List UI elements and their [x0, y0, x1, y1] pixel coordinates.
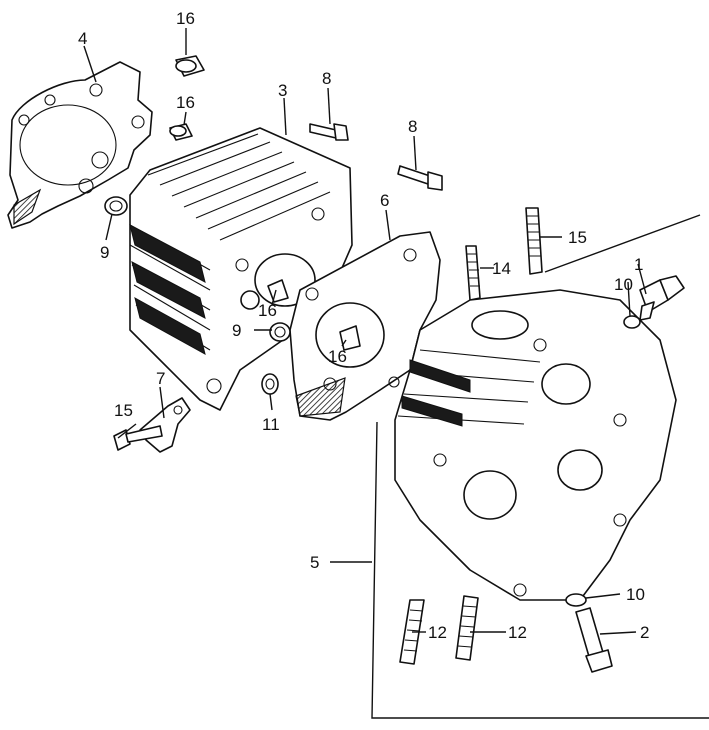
- callout-4: 4: [78, 29, 87, 48]
- dowel-pin-part-15-lower: [169, 123, 193, 141]
- o-ring-part-10-lower: [565, 593, 587, 607]
- callout-15-upper: 16: [176, 9, 195, 28]
- callout-13-left: 14: [492, 259, 511, 278]
- callout-9-right: 9: [232, 321, 241, 340]
- callout-7: 7: [156, 369, 165, 388]
- callout-10-upper: 10: [614, 275, 633, 294]
- callout-10-lower: 10: [626, 585, 645, 604]
- leader-lines: [83, 28, 647, 635]
- callout-12-right: 12: [508, 623, 527, 642]
- cylinder-head-part-5: [394, 289, 677, 601]
- callout-16-right: 16: [328, 347, 347, 366]
- o-ring-part-9-left: [104, 196, 128, 216]
- cylinder-gasket-part-4: [7, 61, 153, 229]
- bolt-part-14: [113, 425, 163, 451]
- o-ring-part-10-upper: [623, 315, 641, 329]
- assembly-frame: [371, 214, 709, 719]
- dowel-pin-part-15-upper: [175, 55, 205, 77]
- bracket-part-7: [139, 397, 191, 453]
- o-ring-part-11: [261, 373, 279, 395]
- callout-13-right: 15: [568, 228, 587, 247]
- callout-2: 2: [640, 623, 649, 642]
- callout-16-left: 16: [258, 301, 277, 320]
- callout-8-upper: 8: [322, 69, 331, 88]
- callout-5: 5: [310, 553, 319, 572]
- o-ring-part-9-right: [269, 322, 291, 342]
- bolt-part-8-lower: [397, 165, 443, 191]
- dowel-part-16-left: [267, 279, 289, 303]
- callout-15-lower: 16: [176, 93, 195, 112]
- bolt-part-8-upper: [309, 123, 349, 141]
- callout-9-left: 9: [100, 243, 109, 262]
- callout-3: 3: [278, 81, 287, 100]
- fitting-part-1: [639, 275, 685, 321]
- callout-12-left: 12: [428, 623, 447, 642]
- callout-8-lower: 8: [408, 117, 417, 136]
- stud-part-13-left: [465, 245, 481, 301]
- callout-14: 15: [114, 401, 133, 420]
- callout-11: 11: [262, 415, 280, 434]
- stud-part-12-right: [455, 595, 479, 661]
- bolt-part-2: [575, 607, 613, 673]
- callout-labels: 16 16 4 3 8 8 6 9 9 16 16 11 7 15 15 14 …: [78, 9, 649, 642]
- callout-6: 6: [380, 191, 389, 210]
- callout-1: 1: [634, 255, 643, 274]
- stud-part-13-right: [525, 207, 543, 275]
